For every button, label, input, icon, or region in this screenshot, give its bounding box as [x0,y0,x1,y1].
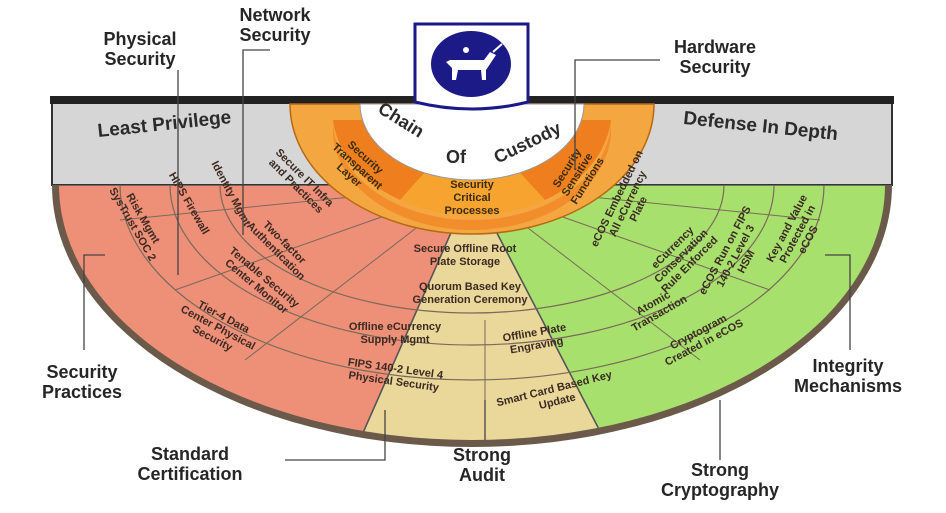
unicorn-crest-icon [446,43,503,80]
coc-of: Of [446,147,467,167]
ring-guide [219,185,725,314]
logo-shield [413,22,530,111]
ring-guide [169,185,775,346]
ring-guide [119,185,825,381]
callout-lines [83,49,851,461]
